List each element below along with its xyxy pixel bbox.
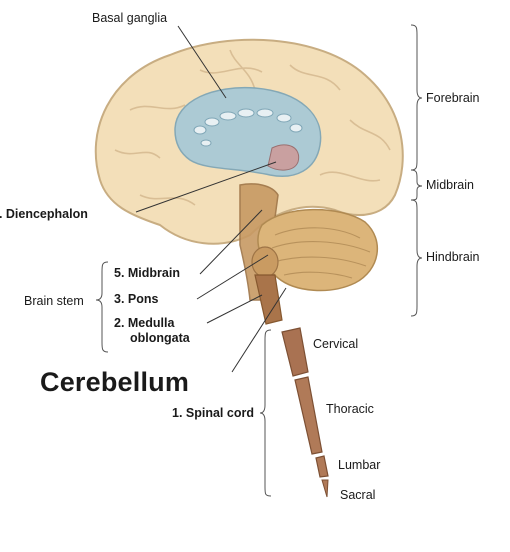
label-sacral: Sacral bbox=[340, 488, 376, 502]
brain-stem-bracket bbox=[95, 261, 109, 353]
label-hindbrain: Hindbrain bbox=[426, 250, 480, 264]
label-spinal-cord: 1. Spinal cord bbox=[172, 406, 254, 420]
diencephalon-shape bbox=[267, 144, 300, 171]
label-forebrain: Forebrain bbox=[426, 91, 480, 105]
spinal-cord-cervical bbox=[281, 327, 309, 377]
spinal-cord-bracket bbox=[259, 329, 272, 497]
label-midbrain-numbered: 5. Midbrain bbox=[114, 266, 180, 280]
cerebellum-folds bbox=[271, 227, 371, 279]
leader-lines bbox=[135, 25, 287, 373]
label-brain-stem: Brain stem bbox=[24, 294, 84, 308]
region-brackets bbox=[410, 24, 423, 317]
spinal-cord-thoracic bbox=[294, 376, 323, 455]
label-midbrain-region: Midbrain bbox=[426, 178, 474, 192]
label-basal-ganglia: Basal ganglia bbox=[92, 11, 168, 25]
basal-ganglia-dots bbox=[193, 108, 303, 147]
cerebrum-folds bbox=[114, 49, 391, 206]
spinal-cord-lumbar bbox=[315, 455, 329, 478]
medulla-shape bbox=[254, 274, 283, 325]
label-diencephalon: 6. Diencephalon bbox=[0, 207, 88, 221]
label-medulla-line1: 2. Medulla bbox=[114, 316, 175, 330]
label-pons: 3. Pons bbox=[114, 292, 159, 306]
label-cervical: Cervical bbox=[313, 337, 359, 351]
spinal-cord-sacral bbox=[321, 479, 329, 498]
label-cerebellum: Cerebellum bbox=[40, 367, 190, 397]
label-medulla-line2: oblongata bbox=[130, 331, 190, 345]
label-thoracic: Thoracic bbox=[326, 402, 374, 416]
label-lumbar: Lumbar bbox=[338, 458, 381, 472]
